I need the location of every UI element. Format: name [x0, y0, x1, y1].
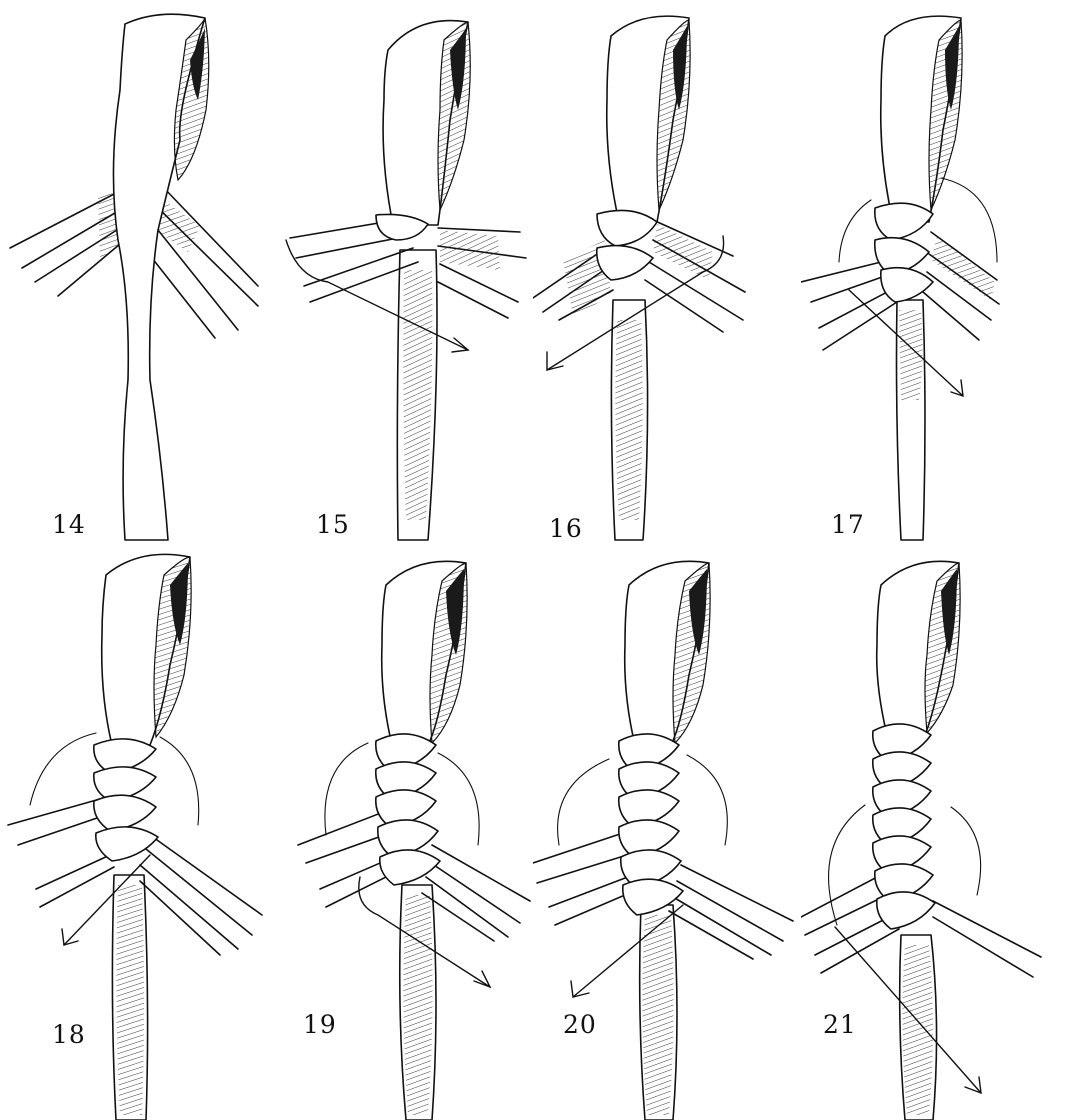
step-number-18: 18: [52, 1020, 86, 1049]
step-number-21: 21: [823, 1010, 857, 1039]
step-number-15: 15: [316, 510, 350, 539]
step-number-14: 14: [52, 510, 86, 539]
step-panel-15: 15: [268, 0, 533, 545]
step-18-drawing: [0, 545, 268, 1120]
step-number-19: 19: [303, 1010, 337, 1039]
step-number-16: 16: [549, 514, 583, 543]
step-panel-18: 18: [0, 545, 268, 1120]
step-17-drawing: [801, 0, 1066, 545]
step-16-drawing: [533, 0, 801, 545]
step-panel-16: 16: [533, 0, 801, 545]
step-panel-20: 20: [533, 545, 801, 1120]
step-panel-17: 17: [801, 0, 1066, 545]
step-15-drawing: [268, 0, 533, 545]
step-14-drawing: [0, 0, 268, 545]
step-number-20: 20: [563, 1010, 597, 1039]
step-panel-21: 21: [801, 545, 1066, 1120]
step-panel-19: 19: [268, 545, 533, 1120]
step-panel-14: 14: [0, 0, 268, 545]
step-number-17: 17: [831, 510, 865, 539]
